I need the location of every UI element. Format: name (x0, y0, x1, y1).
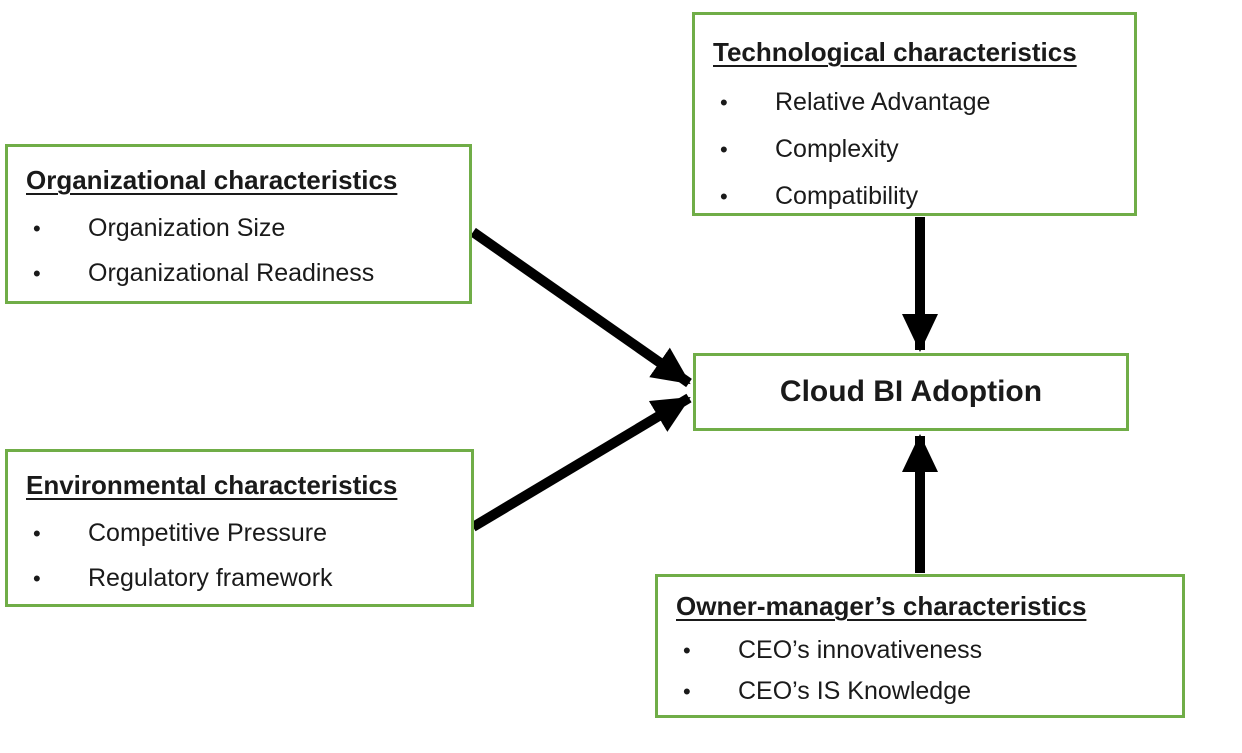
bullet-item: • Relative Advantage (695, 87, 1134, 118)
bullet-text: Competitive Pressure (88, 519, 327, 547)
bullet-icon: • (33, 216, 41, 241)
bullet-icon: • (33, 261, 41, 286)
arrow-environmental-to-center (470, 393, 692, 532)
cloud-bi-adoption-box: Cloud BI Adoption (693, 353, 1129, 431)
bullet-icon: • (720, 90, 728, 115)
bullet-icon: • (720, 184, 728, 209)
bullet-icon: • (683, 638, 691, 663)
bullet-item: • Compatibility (695, 181, 1134, 212)
technological-characteristics-box: Technological characteristics • Relative… (692, 12, 1137, 216)
bullet-item: • Complexity (695, 134, 1134, 165)
bullet-icon: • (33, 566, 41, 591)
bullet-item: • CEO’s innovativeness (658, 635, 1182, 666)
bullet-text: Complexity (775, 135, 899, 163)
bullet-text: Relative Advantage (775, 88, 991, 116)
bullet-text: CEO’s IS Knowledge (738, 677, 971, 705)
organizational-characteristics-box: Organizational characteristics • Organiz… (5, 144, 472, 304)
box-title: Technological characteristics (713, 37, 1077, 67)
owner-manager-characteristics-box: Owner-manager’s characteristics • CEO’s … (655, 574, 1185, 718)
environmental-characteristics-box: Environmental characteristics • Competit… (5, 449, 474, 607)
bullet-item: • Organizational Readiness (8, 258, 469, 289)
bullet-item: • Organization Size (8, 213, 469, 244)
bullet-icon: • (33, 521, 41, 546)
bullet-text: Regulatory framework (88, 564, 333, 592)
bullet-text: CEO’s innovativeness (738, 636, 983, 664)
center-box-title: Cloud BI Adoption (779, 375, 1043, 408)
box-title: Environmental characteristics (26, 470, 398, 500)
box-title: Organizational characteristics (26, 165, 398, 195)
box-title: Owner-manager’s characteristics (676, 591, 1087, 621)
bullet-icon: • (683, 679, 691, 704)
bullet-text: Organization Size (88, 214, 286, 242)
bullet-item: • Competitive Pressure (8, 518, 471, 549)
bullet-item: • CEO’s IS Knowledge (658, 676, 1182, 707)
bullet-icon: • (720, 137, 728, 162)
bullet-item: • Regulatory framework (8, 563, 471, 594)
bullet-text: Organizational Readiness (88, 259, 375, 287)
bullet-text: Compatibility (775, 182, 919, 210)
arrow-organizational-to-center (470, 227, 692, 388)
